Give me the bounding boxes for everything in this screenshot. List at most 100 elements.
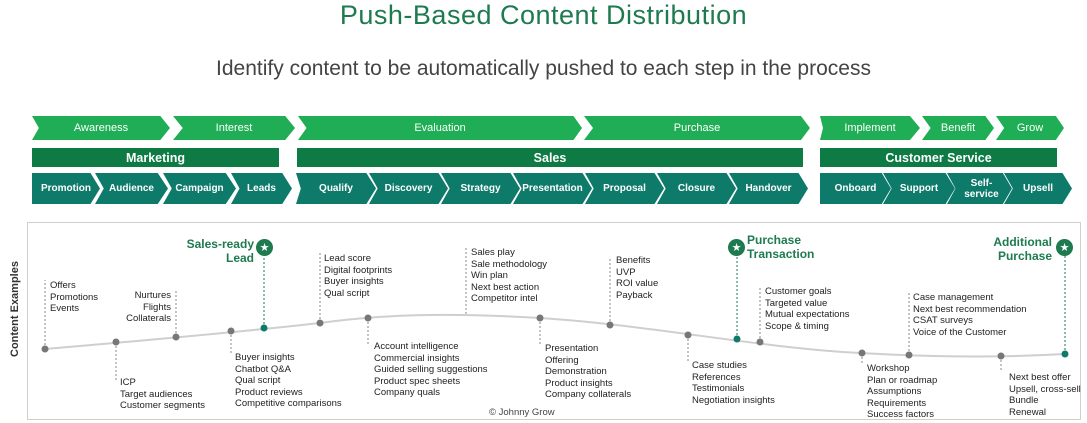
content-item: Competitive comparisons [235,398,342,410]
content-item: Requirements [867,397,927,409]
step-qualify: Qualify [296,173,376,204]
stage-implement: Implement [820,116,920,140]
content-item: References [692,371,741,383]
stage-awareness: Awareness [32,116,170,140]
content-item: Demonstration [545,366,607,378]
curve-point [41,345,49,353]
curve-point [172,333,180,341]
step-campaign: Campaign [163,173,236,204]
curve-point [536,314,544,322]
milestone-point [733,335,741,343]
curve-point [364,314,372,322]
content-item: Lead score [324,253,372,264]
content-item: Negotiation insights [692,394,775,406]
content-item: Nurtures [134,290,171,301]
content-group-customer-goals: Customer goals Targeted value Mutual exp… [765,286,850,332]
content-item: ROI value [616,278,659,290]
curve-point [997,352,1005,360]
milestone-purchase-transaction: Purchase Transaction [747,233,815,261]
dept-sales: Sales [297,148,803,167]
stage-grow: Grow [996,116,1064,140]
content-item: Flights [143,301,171,313]
content-item: Workshop [867,363,910,374]
step-presentation: Presentation [513,173,592,204]
milestone-point [260,324,268,332]
content-item: Commercial insights [374,352,460,364]
milestone-sales-ready-lead: Sales-ready Lead [186,237,254,265]
content-item: Guided selling suggestions [374,364,488,376]
content-item: Next best offer [1009,372,1071,383]
content-item: Voice of the Customer [913,326,1007,338]
curve-point [606,321,614,329]
content-item: Product reviews [235,386,303,398]
star-icon: ★ [256,239,273,256]
stage-benefit: Benefit [922,116,994,140]
content-item: Upsell, cross-sell [1009,383,1081,395]
content-group-workshop: Workshop Plan or roadmap Assumptions Req… [867,363,937,421]
content-item: Assumptions [867,386,922,398]
content-item: Offers [50,280,76,291]
content-item: Qual script [324,287,370,299]
curve-point [684,331,692,339]
content-item: Chatbot Q&A [235,363,291,375]
content-group-case-management: Case management Next best recommendation… [913,292,1027,338]
content-group-icp: ICP Target audiences Customer segments [120,377,205,412]
step-audience: Audience [95,173,168,204]
content-item: Events [50,303,80,315]
content-group-nurtures: Nurtures Flights Collaterals [112,290,171,325]
content-item: Case management [913,292,994,303]
content-group-buyer-insights: Buyer insights Chatbot Q&A Qual script P… [235,352,342,410]
curve-point [905,351,913,359]
content-item: ICP [120,377,136,388]
step-strategy: Strategy [441,173,520,204]
content-item: Next best action [471,281,540,293]
stage-evaluation: Evaluation [298,116,582,140]
step-upsell: Upsell [1004,173,1072,204]
content-item: Win plan [471,270,508,282]
content-panel [27,222,1081,420]
content-item: Buyer insights [235,352,295,363]
content-item: Company quals [374,387,441,399]
content-item: Testimonials [692,383,745,395]
content-item: Account intelligence [374,341,459,352]
content-item: CSAT surveys [913,315,973,327]
content-item: Bundle [1009,395,1039,407]
step-onboard: Onboard [820,173,891,204]
dept-marketing: Marketing [32,148,279,167]
content-item: Product spec sheets [374,375,461,387]
star-icon: ★ [728,239,745,256]
step-self-service: Self-service [947,173,1012,204]
content-item: Qual script [235,375,281,387]
curve-point [316,319,324,327]
content-group-lead-score: Lead score Digital footprints Buyer insi… [324,253,392,299]
content-item: Customer goals [765,286,832,297]
content-item: Digital footprints [324,264,393,276]
step-discovery: Discovery [369,173,448,204]
curve-point [858,349,866,357]
content-group-case-studies: Case studies References Testimonials Neg… [692,360,775,406]
content-item: Scope & timing [765,320,829,332]
content-item: Renewal [1009,406,1046,418]
content-item: Next best recommendation [913,303,1027,315]
content-group-account-intelligence: Account intelligence Commercial insights… [374,341,488,399]
content-item: Mutual expectations [765,309,850,321]
content-item: Success factors [867,409,935,421]
content-item: Buyer insights [324,276,384,288]
content-item: Competitor intel [471,293,538,305]
step-proposal: Proposal [585,173,664,204]
content-group-offers: Offers Promotions Events [50,280,98,315]
content-item: Target audiences [120,388,193,400]
star-icon: ★ [1056,239,1073,256]
curve-point [112,338,120,346]
content-group-next-best-offer: Next best offer Upsell, cross-sell Bundl… [1009,372,1081,418]
content-group-benefits: Benefits UVP ROI value Payback [616,255,658,301]
step-handover: Handover [729,173,808,204]
content-item: Company collaterals [545,389,632,401]
content-item: Presentation [545,343,599,354]
step-support: Support [883,173,955,204]
content-item: Case studies [692,360,747,371]
content-group-presentation: Presentation Offering Demonstration Prod… [545,343,631,401]
page-subtitle: Identify content to be automatically pus… [216,57,871,80]
milestone-additional-purchase: Additional Purchase [993,235,1052,263]
